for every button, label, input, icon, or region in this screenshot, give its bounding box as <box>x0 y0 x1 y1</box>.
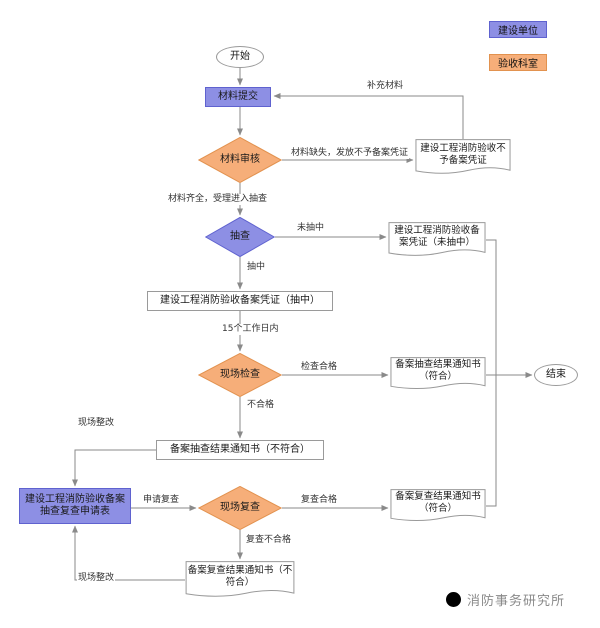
flow-node-material-submit: 材料提交 <box>205 87 271 107</box>
flow-node-doc-recheck-fail: 备案复查结果通知书（不符合） <box>185 561 295 599</box>
document-shape <box>185 561 295 599</box>
edge-label-recheck-fail: 复查不合格 <box>245 535 293 546</box>
flow-node-end: 结束 <box>534 364 578 386</box>
edge-label-apply-recheck: 申请复查 <box>142 495 181 506</box>
node-label: 建设工程消防验收备案抽查复查申请表 <box>25 493 125 518</box>
edge-label-inspection-pass: 检查合格 <box>300 362 339 373</box>
flow-node-site-recheck: 现场复查 <box>198 486 282 530</box>
flow-node-doc-recheck-pass: 备案复查结果通知书（符合） <box>390 489 486 523</box>
flow-node-cert-selected: 建设工程消防验收备案凭证（抽中） <box>147 291 333 311</box>
flow-node-doc-cert-not-selected: 建设工程消防验收备案凭证（未抽中） <box>388 222 486 258</box>
edge-nofiling-to-submit <box>273 93 464 139</box>
flow-node-start: 开始 <box>216 46 264 68</box>
node-label: 备案复查结果通知书（不符合） <box>187 565 293 588</box>
edge-label-rectify-upper: 现场整改 <box>77 418 116 429</box>
footer-brand: 消防事务研究所 <box>446 590 565 609</box>
edge-label-missing: 材料缺失，发放不予备案凭证 <box>290 148 410 159</box>
flow-node-recheck-form: 建设工程消防验收备案抽查复查申请表 <box>19 488 131 524</box>
node-label: 结束 <box>546 368 566 380</box>
edge-label-selected: 抽中 <box>246 262 267 273</box>
edge-recheckpass-to-end <box>486 375 497 507</box>
diamond-shape <box>205 217 275 257</box>
diamond-shape <box>198 137 282 183</box>
document-shape <box>390 357 486 391</box>
edge-label-complete: 材料齐全，受理进入抽查 <box>167 194 269 205</box>
diamond-shape <box>198 353 282 397</box>
document-shape <box>388 222 486 258</box>
edge-label-recheck-pass: 复查合格 <box>300 495 339 506</box>
edge-label-rectify-lower: 现场整改 <box>77 573 116 584</box>
flow-node-material-review: 材料审核 <box>198 137 282 183</box>
flow-node-site-inspection: 现场检查 <box>198 353 282 397</box>
edge-fail-to-form <box>72 449 156 487</box>
node-label: 现场检查 <box>220 368 260 380</box>
legend-acceptance-dept: 验收科室 <box>489 54 547 71</box>
flow-node-spot-check: 抽查 <box>205 217 275 257</box>
node-label: 备案复查结果通知书（符合） <box>395 491 481 514</box>
node-label: 建设工程消防验收备案凭证（未抽中） <box>394 225 480 248</box>
node-label: 现场复查 <box>220 501 260 513</box>
node-label: 建设工程消防验收备案凭证（抽中） <box>160 294 320 306</box>
node-label: 备案抽查结果通知书（不符合） <box>170 443 310 455</box>
node-label: 抽查 <box>230 230 250 242</box>
document-shape <box>390 489 486 523</box>
edge-label-within-15-days: 15个工作日内 <box>221 324 280 335</box>
edge-label-inspection-fail: 不合格 <box>246 400 276 411</box>
brand-name: 消防事务研究所 <box>467 594 566 609</box>
flow-node-doc-result-pass: 备案抽查结果通知书（符合） <box>390 357 486 391</box>
edge-label-supplement: 补充材料 <box>366 81 405 92</box>
flow-node-doc-no-filing: 建设工程消防验收不予备案凭证 <box>415 139 511 176</box>
edge-recheckfail-to-form <box>72 525 185 581</box>
brand-circle-logo-icon <box>446 592 461 607</box>
edge-label-not-selected: 未抽中 <box>296 223 326 234</box>
edge-notselected-to-end <box>486 239 497 375</box>
document-shape <box>415 139 511 176</box>
node-label: 开始 <box>230 50 250 62</box>
diamond-shape <box>198 486 282 530</box>
flow-node-notice-fail: 备案抽查结果通知书（不符合） <box>156 440 324 460</box>
node-label: 备案抽查结果通知书（符合） <box>395 359 481 382</box>
legend-construction-unit: 建设单位 <box>489 21 547 38</box>
node-label: 材料审核 <box>220 153 260 165</box>
node-label: 建设工程消防验收不予备案凭证 <box>420 142 506 166</box>
node-label: 材料提交 <box>218 90 258 102</box>
